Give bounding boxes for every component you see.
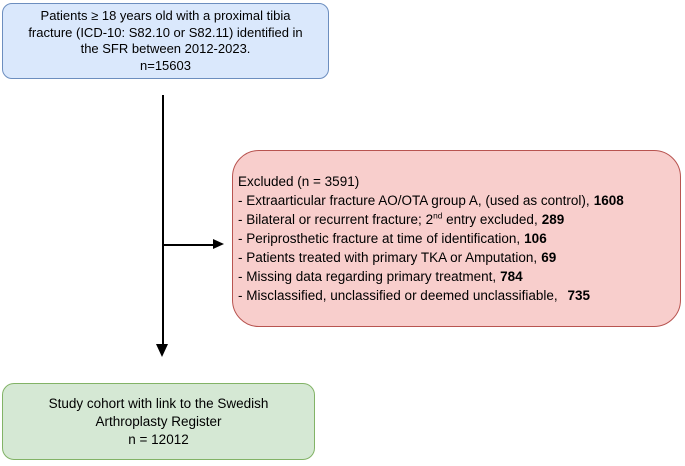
exclusion-label: entry excluded, (442, 212, 538, 227)
cohort-line: Study cohort with link to the Swedish (48, 395, 269, 411)
excluded-title: Excluded (n = 3591) (238, 174, 360, 189)
exclusion-count: 289 (541, 212, 565, 227)
exclusion-count: 735 (567, 288, 590, 303)
cohort-box: Study cohort with link to the Swedish Ar… (2, 383, 315, 460)
population-line: Patients ≥ 18 years old with a proximal … (40, 8, 291, 23)
population-line: the SFR between 2012-2023. (80, 41, 251, 56)
cohort-count: n = 12012 (128, 431, 189, 447)
exclusion-count: 1608 (593, 193, 624, 208)
exclusion-item: - Periprosthetic fracture at time of ide… (238, 229, 676, 248)
flow-arrow-branch-line (163, 244, 214, 246)
population-count: n=15603 (140, 57, 191, 73)
arrowhead-right-icon (213, 239, 224, 249)
cohort-line: Arthroplasty Register (95, 413, 222, 429)
exclusion-label: - Periprosthetic fracture at time of ide… (238, 231, 521, 246)
population-line: fracture (ICD-10: S82.10 or S82.11) iden… (28, 24, 303, 40)
exclusion-label: - Extraarticular fracture AO/OTA group A… (238, 193, 590, 208)
exclusion-label: - Bilateral or recurrent fracture; 2 (238, 212, 434, 227)
flow-arrow-vertical-line (162, 95, 164, 344)
exclusion-label: - Missing data regarding primary treatme… (238, 269, 497, 284)
exclusion-label: - Patients treated with primary TKA or A… (238, 250, 538, 265)
exclusion-item: - Bilateral or recurrent fracture; 2nd e… (238, 210, 676, 229)
exclusion-item: - Patients treated with primary TKA or A… (238, 248, 676, 267)
population-box: Patients ≥ 18 years old with a proximal … (2, 3, 329, 79)
exclusion-item: - Extraarticular fracture AO/OTA group A… (238, 191, 676, 210)
exclusion-item: - Misclassified, unclassified or deemed … (238, 286, 676, 305)
ordinal-superscript: nd (433, 210, 443, 221)
arrowhead-down-icon (156, 344, 168, 357)
excluded-box: Excluded (n = 3591) - Extraarticular fra… (232, 150, 681, 327)
exclusion-count: 69 (541, 250, 557, 265)
exclusion-count: 784 (500, 269, 523, 284)
exclusion-label: - Misclassified, unclassified or deemed … (238, 288, 562, 303)
exclusion-count: 106 (524, 231, 547, 246)
exclusion-item: - Missing data regarding primary treatme… (238, 267, 676, 286)
